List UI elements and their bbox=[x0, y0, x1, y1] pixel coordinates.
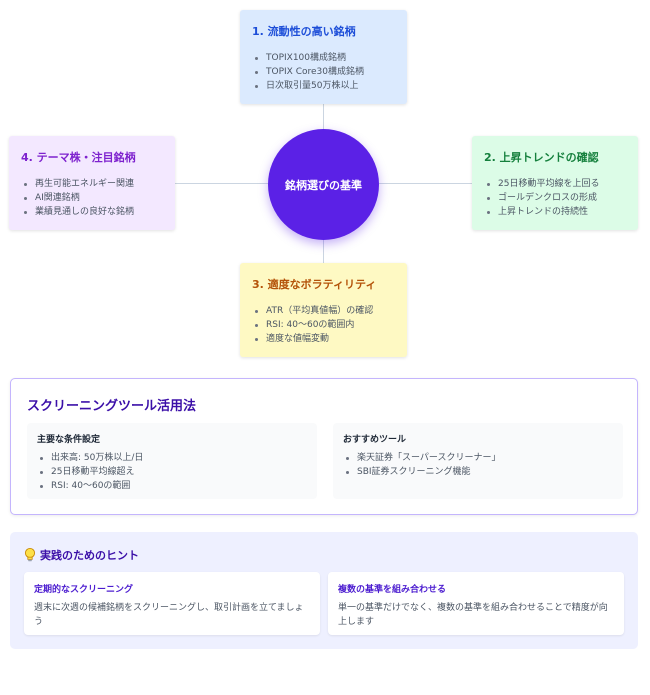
tool-item: SBI証券スクリーニング機能 bbox=[343, 465, 613, 479]
criterion-list: 25日移動平均線を上回る ゴールデンクロスの形成 上昇トレンドの持続性 bbox=[484, 177, 626, 219]
criterion-item: RSI: 40〜60の範囲内 bbox=[252, 318, 395, 332]
criterion-item: TOPIX Core30構成銘柄 bbox=[252, 65, 395, 79]
condition-item: RSI: 40〜60の範囲 bbox=[37, 479, 307, 493]
criterion-item: ゴールデンクロスの形成 bbox=[484, 191, 626, 205]
hint-body: 単一の基準だけでなく、複数の基準を組み合わせることで精度が向上します bbox=[338, 603, 608, 627]
hint-card-regular-screening: 定期的なスクリーニング 週末に次週の候補銘柄をスクリーニングし、取引計画を立てま… bbox=[24, 572, 320, 635]
criterion-list: 再生可能エネルギー関連 AI関連銘柄 業績見通しの良好な銘柄 bbox=[21, 177, 163, 219]
hint-title: 複数の基準を組み合わせる bbox=[338, 585, 447, 595]
criterion-item: ATR（平均真値幅）の確認 bbox=[252, 304, 395, 318]
hint-title: 定期的なスクリーニング bbox=[34, 585, 134, 595]
hints-title: 実践のためのヒント bbox=[40, 549, 139, 562]
criterion-item: 日次取引量50万株以上 bbox=[252, 79, 395, 93]
criterion-card-theme-stocks: 4. テーマ株・注目銘柄 再生可能エネルギー関連 AI関連銘柄 業績見通しの良好… bbox=[9, 136, 175, 230]
tools-box: おすすめツール 楽天証券「スーパースクリーナー」 SBI証券スクリーニング機能 bbox=[333, 423, 623, 499]
conditions-box: 主要な条件設定 出来高: 50万株以上/日 25日移動平均線超え RSI: 40… bbox=[27, 423, 317, 499]
criterion-item: AI関連銘柄 bbox=[21, 191, 163, 205]
criterion-title: 2. 上昇トレンドの確認 bbox=[484, 151, 599, 164]
screening-section: スクリーニングツール活用法 主要な条件設定 出来高: 50万株以上/日 25日移… bbox=[10, 378, 638, 515]
criterion-list: TOPIX100構成銘柄 TOPIX Core30構成銘柄 日次取引量50万株以… bbox=[252, 51, 395, 93]
criterion-item: 適度な値幅変動 bbox=[252, 332, 395, 346]
conditions-list: 出来高: 50万株以上/日 25日移動平均線超え RSI: 40〜60の範囲 bbox=[37, 451, 307, 493]
tool-item: 楽天証券「スーパースクリーナー」 bbox=[343, 451, 613, 465]
criterion-item: 再生可能エネルギー関連 bbox=[21, 177, 163, 191]
hint-card-combine-criteria: 複数の基準を組み合わせる 単一の基準だけでなく、複数の基準を組み合わせることで精… bbox=[328, 572, 624, 635]
criterion-item: 25日移動平均線を上回る bbox=[484, 177, 626, 191]
tools-title: おすすめツール bbox=[343, 435, 407, 445]
hints-section: 実践のためのヒント 定期的なスクリーニング 週末に次週の候補銘柄をスクリーニング… bbox=[10, 532, 638, 649]
conditions-title: 主要な条件設定 bbox=[37, 435, 101, 445]
criterion-item: TOPIX100構成銘柄 bbox=[252, 51, 395, 65]
center-node: 銘柄選びの基準 bbox=[268, 129, 379, 240]
tools-list: 楽天証券「スーパースクリーナー」 SBI証券スクリーニング機能 bbox=[343, 451, 613, 479]
center-label: 銘柄選びの基準 bbox=[285, 178, 362, 192]
criterion-title: 1. 流動性の高い銘柄 bbox=[252, 25, 356, 38]
criterion-title: 4. テーマ株・注目銘柄 bbox=[21, 151, 136, 164]
lightbulb-icon bbox=[24, 547, 36, 563]
criterion-card-uptrend: 2. 上昇トレンドの確認 25日移動平均線を上回る ゴールデンクロスの形成 上昇… bbox=[472, 136, 638, 230]
criterion-item: 上昇トレンドの持続性 bbox=[484, 205, 626, 219]
condition-item: 25日移動平均線超え bbox=[37, 465, 307, 479]
criterion-card-volatility: 3. 適度なボラティリティ ATR（平均真値幅）の確認 RSI: 40〜60の範… bbox=[240, 263, 407, 357]
criterion-title: 3. 適度なボラティリティ bbox=[252, 278, 377, 291]
criterion-item: 業績見通しの良好な銘柄 bbox=[21, 205, 163, 219]
criterion-card-liquidity: 1. 流動性の高い銘柄 TOPIX100構成銘柄 TOPIX Core30構成銘… bbox=[240, 10, 407, 104]
condition-item: 出来高: 50万株以上/日 bbox=[37, 451, 307, 465]
criterion-list: ATR（平均真値幅）の確認 RSI: 40〜60の範囲内 適度な値幅変動 bbox=[252, 304, 395, 346]
hint-body: 週末に次週の候補銘柄をスクリーニングし、取引計画を立てましょう bbox=[34, 603, 304, 627]
hints-header: 実践のためのヒント bbox=[24, 547, 139, 563]
screening-title: スクリーニングツール活用法 bbox=[27, 399, 197, 414]
